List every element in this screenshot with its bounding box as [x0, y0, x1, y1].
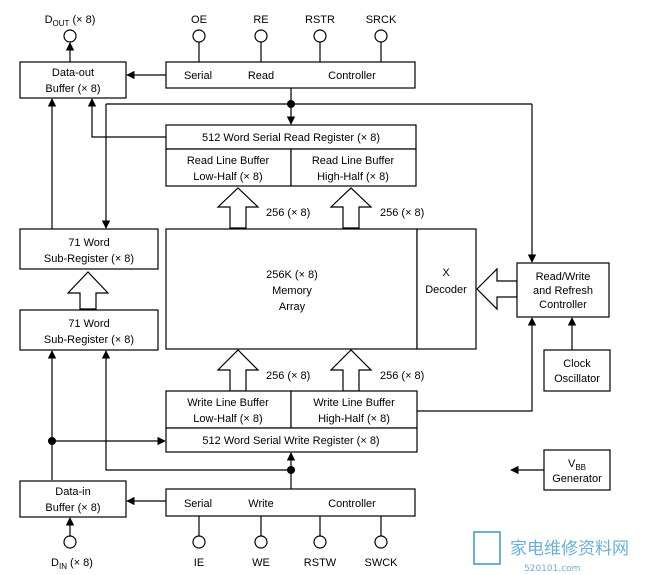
svg-text:512 Word Serial Write Register: 512 Word Serial Write Register (× 8) [202, 435, 379, 447]
vbb-generator: VBB Generator [543, 449, 611, 491]
svg-text:RE: RE [253, 14, 268, 26]
svg-text:256 (× 8): 256 (× 8) [380, 370, 424, 382]
svg-text:Buffer (× 8): Buffer (× 8) [45, 502, 100, 514]
svg-text:Decoder: Decoder [425, 284, 467, 296]
watermark-logo [473, 531, 501, 565]
svg-text:家电维修资料网: 家电维修资料网 [510, 539, 629, 559]
pin-din: DIN (× 8) [51, 517, 93, 571]
memory-array: 256K (× 8) Memory Array [165, 228, 418, 350]
svg-text:Buffer (× 8): Buffer (× 8) [45, 83, 100, 95]
sub-register-top: 71 Word Sub-Register (× 8) [19, 228, 159, 270]
bus-arrow-write-low [216, 349, 260, 392]
pin-swck: SWCK [365, 516, 399, 569]
serial-write-register: 512 Word Serial Write Register (× 8) [165, 427, 418, 453]
svg-text:High-Half (× 8): High-Half (× 8) [317, 171, 389, 183]
svg-text:Array: Array [279, 301, 306, 313]
write-line-buffer-high: Write Line Buffer High-Half (× 8) [290, 390, 418, 429]
serial-read-register: 512 Word Serial Read Register (× 8) [165, 124, 417, 150]
svg-text:SWCK: SWCK [365, 557, 399, 569]
svg-text:Sub-Register (× 8): Sub-Register (× 8) [44, 334, 134, 346]
svg-text:X: X [442, 267, 450, 279]
pin-rstw: RSTW [304, 516, 337, 569]
svg-text:RSTW: RSTW [304, 557, 337, 569]
svg-text:Read Line Buffer: Read Line Buffer [187, 155, 270, 167]
svg-text:Low-Half (× 8): Low-Half (× 8) [193, 171, 262, 183]
svg-text:Clock: Clock [563, 358, 591, 370]
watermark: 家电维修资料网 520101.com [473, 531, 629, 574]
pin-oe: OE [191, 14, 207, 62]
pin-ie: IE [192, 516, 206, 569]
svg-text:256K (× 8): 256K (× 8) [266, 269, 318, 281]
svg-text:Write Line Buffer: Write Line Buffer [187, 397, 269, 409]
svg-text:Controller: Controller [328, 498, 376, 510]
bus-arrow-write-high [329, 349, 373, 392]
svg-text:VBB: VBB [568, 458, 586, 472]
pin-re: RE [253, 14, 269, 62]
controller-to-decoder-arrow [476, 267, 518, 311]
svg-text:256 (× 8): 256 (× 8) [266, 207, 310, 219]
svg-text:256 (× 8): 256 (× 8) [266, 370, 310, 382]
svg-text:Sub-Register (× 8): Sub-Register (× 8) [44, 253, 134, 265]
svg-text:OE: OE [191, 14, 207, 26]
svg-text:Serial: Serial [184, 498, 212, 510]
svg-text:Serial: Serial [184, 70, 212, 82]
svg-text:Data-out: Data-out [52, 67, 94, 79]
bus-arrow-read-low [216, 187, 260, 229]
svg-text:DOUT (× 8): DOUT (× 8) [45, 14, 96, 28]
svg-text:WE: WE [252, 557, 270, 569]
sub-register-bottom: 71 Word Sub-Register (× 8) [19, 309, 159, 351]
svg-text:High-Half (× 8): High-Half (× 8) [318, 413, 390, 425]
svg-text:71 Word: 71 Word [68, 318, 109, 330]
svg-text:Write: Write [248, 498, 273, 510]
rw-refresh-controller: Read/Write and Refresh Controller [516, 262, 610, 318]
dataout-buffer: Data-out Buffer (× 8) [19, 61, 127, 99]
svg-text:512 Word Serial Read Register: 512 Word Serial Read Register (× 8) [202, 132, 380, 144]
svg-text:256 (× 8): 256 (× 8) [380, 207, 424, 219]
svg-text:Generator: Generator [552, 473, 602, 485]
sub-register-transfer-arrow [66, 271, 110, 310]
pin-dout: DOUT (× 8) [45, 14, 96, 62]
pin-we: WE [252, 516, 270, 569]
svg-text:Oscillator: Oscillator [554, 373, 600, 385]
svg-text:RSTR: RSTR [305, 14, 335, 26]
clock-oscillator: Clock Oscillator [543, 349, 611, 392]
write-line-buffer-low: Write Line Buffer Low-Half (× 8) [165, 390, 292, 429]
serial-write-controller: Serial Write Controller [165, 488, 416, 517]
read-line-buffer-high: Read Line Buffer High-Half (× 8) [290, 148, 417, 187]
svg-text:Memory: Memory [272, 285, 312, 297]
svg-text:and Refresh: and Refresh [533, 285, 593, 297]
svg-text:Read/Write: Read/Write [536, 271, 591, 283]
svg-text:71 Word: 71 Word [68, 237, 109, 249]
pin-srck: SRCK [366, 14, 397, 62]
svg-text:Read Line Buffer: Read Line Buffer [312, 155, 395, 167]
svg-text:Write Line Buffer: Write Line Buffer [313, 397, 395, 409]
datain-buffer: Data-in Buffer (× 8) [19, 480, 127, 518]
svg-text:Data-in: Data-in [55, 486, 90, 498]
svg-text:DIN (× 8): DIN (× 8) [51, 557, 93, 571]
read-line-buffer-low: Read Line Buffer Low-Half (× 8) [165, 148, 292, 187]
svg-text:IE: IE [194, 557, 204, 569]
serial-read-controller: Serial Read Controller [165, 61, 416, 89]
svg-text:Read: Read [248, 70, 274, 82]
svg-text:Controller: Controller [328, 70, 376, 82]
svg-text:Controller: Controller [539, 299, 587, 311]
svg-text:SRCK: SRCK [366, 14, 397, 26]
x-decoder: X Decoder [416, 228, 477, 350]
pin-rstr: RSTR [305, 14, 335, 62]
svg-text:520101.com: 520101.com [524, 564, 580, 574]
svg-text:Low-Half (× 8): Low-Half (× 8) [193, 413, 262, 425]
bus-arrow-read-high [329, 187, 373, 229]
